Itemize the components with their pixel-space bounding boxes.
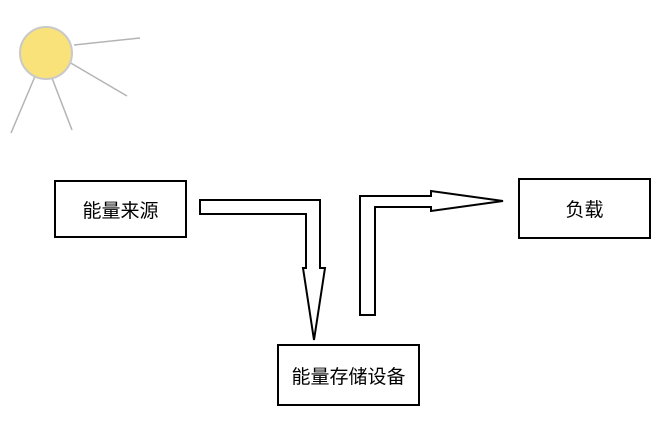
energy-source-label: 能量来源: [82, 199, 159, 222]
arrow-source-to-storage: [199, 199, 327, 341]
energy-storage-label: 能量存储设备: [291, 365, 406, 388]
arrow-storage-to-load: [359, 189, 504, 316]
energy-storage-box: 能量存储设备: [277, 344, 420, 406]
sun-ray: [51, 77, 73, 131]
sun-icon: [10, 26, 141, 134]
sun-disc: [19, 26, 73, 80]
sun-ray: [68, 61, 128, 97]
sun-ray: [73, 37, 141, 46]
load-label: 负载: [565, 199, 604, 221]
sun-ray: [10, 73, 37, 134]
energy-source-box: 能量来源: [54, 180, 187, 238]
load-box: 负载: [518, 178, 651, 239]
